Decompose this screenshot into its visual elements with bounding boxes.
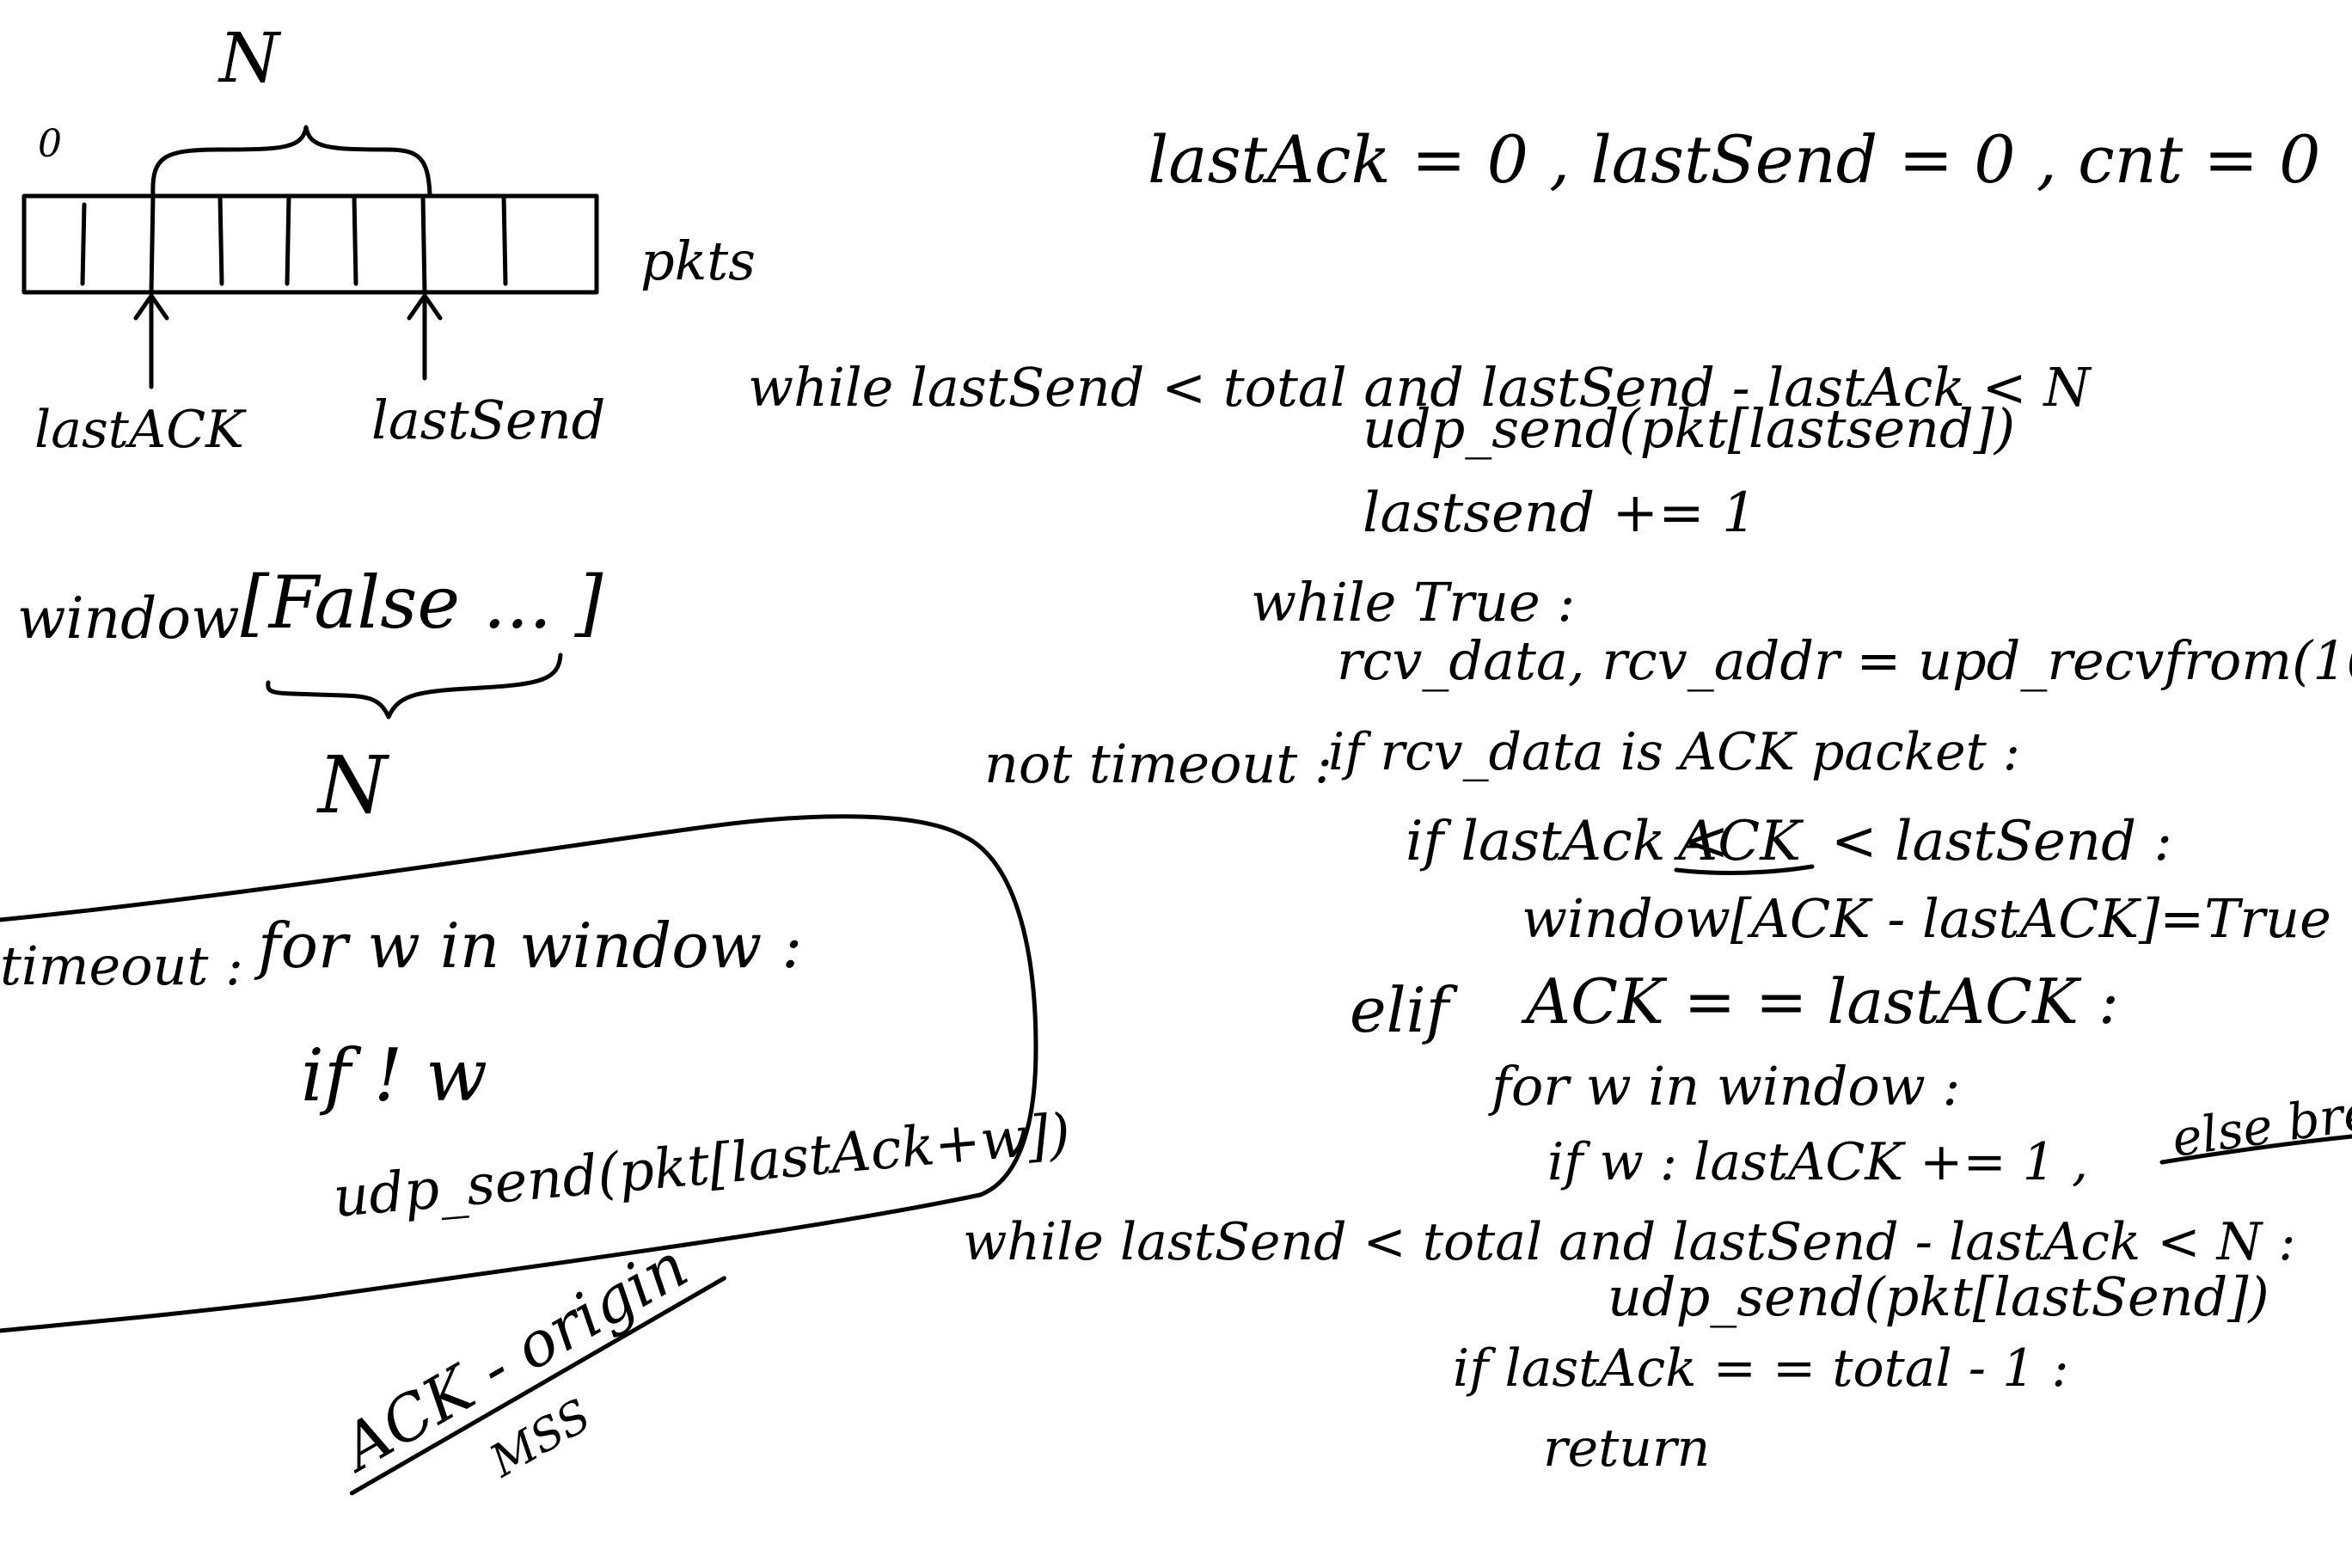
- last-send-arrow: [407, 293, 443, 381]
- packet-array: [21, 193, 599, 295]
- code-line-window-set: window[ACK - lastACK]=True: [1522, 887, 2331, 950]
- timeout-line-resend: udp_send(pkt[lastAck+w]): [331, 1102, 1073, 1230]
- code-line-loop1: while lastSend < total and lastSend - la…: [748, 356, 2092, 419]
- window-label: window: [17, 585, 240, 652]
- code-line-increment: lastsend += 1: [1363, 481, 1757, 545]
- code-line-recv: rcv_data, rcv_addr = upd_recvfrom(1024): [1337, 629, 2352, 692]
- else-break-underline: [2159, 1134, 2352, 1165]
- code-line-if-done: if lastAck = = total - 1 :: [1453, 1338, 2069, 1399]
- code-label-not-timeout: not timeout :: [984, 732, 1332, 795]
- packet-array-cells: [80, 193, 508, 295]
- last-ack-pointer-label: lastACK: [34, 400, 247, 460]
- code-line-loop2: while lastSend < total and lastSend - la…: [963, 1212, 2295, 1272]
- last-send-pointer-label: lastSend: [371, 389, 605, 451]
- timeout-line-if: if ! w: [301, 1033, 487, 1118]
- code-line-udp-send-1: udp_send(pkt[lastsend]): [1363, 397, 2015, 460]
- window-brace: [150, 125, 432, 199]
- code-line-udp-send-2: udp_send(pkt[lastSend]): [1608, 1265, 2269, 1328]
- code-line-if-w: if w : lastACK += 1 ,: [1547, 1132, 2088, 1192]
- code-line-if-range-post: < lastSend :: [1831, 810, 2172, 873]
- timeout-label: timeout :: [0, 934, 243, 997]
- code-line-if-range-ack: ACK: [1674, 810, 1804, 873]
- code-line-elif-cond: ACK = = lastACK :: [1521, 965, 2119, 1038]
- code-keyword-return: return: [1543, 1418, 1710, 1479]
- code-block: while lastSend < total and lastSend - la…: [748, 356, 2352, 1479]
- window-size-brace: [266, 652, 563, 720]
- ack-underline: [1674, 864, 1815, 875]
- array-diagram: 0 N pkts lastACK lastSend: [21, 18, 756, 460]
- timeout-box: timeout : for w in window : if ! w udp_s…: [0, 814, 1073, 1333]
- timeout-line-for: for w in window :: [254, 910, 802, 982]
- init-statement: lastAck = 0 , lastSend = 0 , cnt = 0: [1148, 121, 2321, 198]
- code-keyword-elif: elif: [1350, 974, 1459, 1046]
- packets-label: pkts: [640, 230, 756, 292]
- last-ack-arrow: [133, 293, 169, 389]
- code-line-if-range-pre: if lastAck <: [1406, 810, 1730, 873]
- note-fraction-bar: [349, 1276, 726, 1496]
- window-value: [False ... ]: [241, 560, 603, 645]
- window-size-n: N: [316, 739, 390, 831]
- window-diagram: window [False ... ] N: [17, 560, 603, 831]
- code-line-for-w: for w in window :: [1488, 1055, 1960, 1118]
- array-start-index: 0: [38, 122, 62, 166]
- code-line-while-true: while True :: [1251, 571, 1575, 634]
- code-line-if-ack: if rcv_data is ACK packet :: [1328, 722, 2020, 782]
- code-note-else-break: else break: [2168, 1074, 2352, 1168]
- timeout-box-outline: [0, 814, 1038, 1333]
- window-size-label: N: [217, 18, 282, 98]
